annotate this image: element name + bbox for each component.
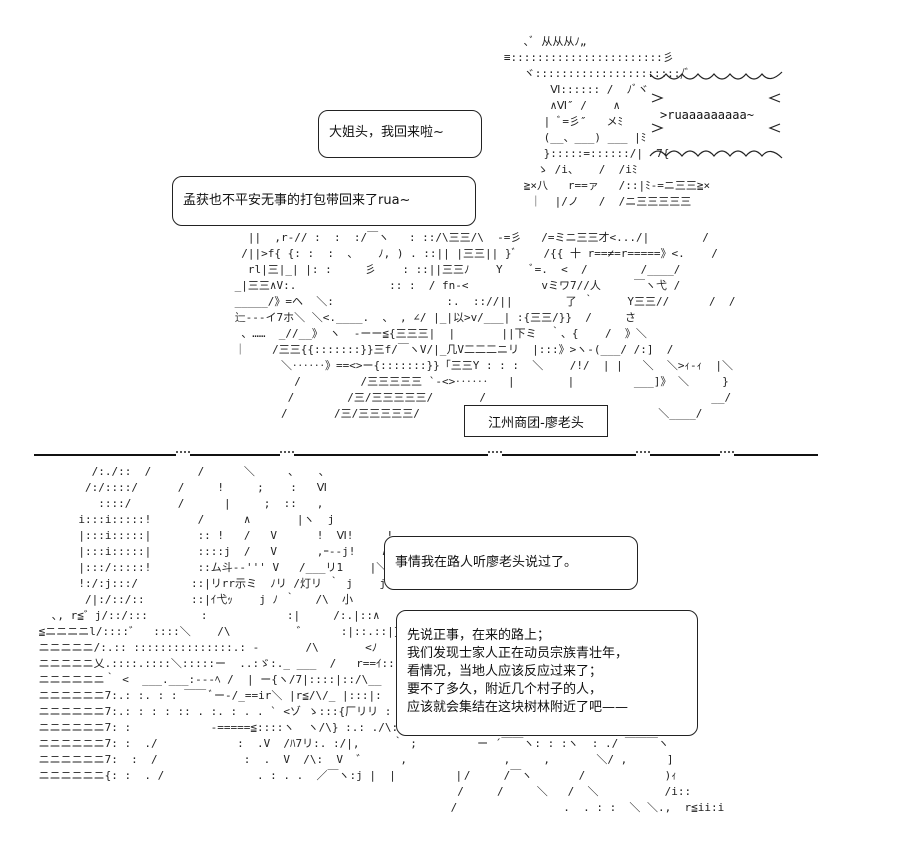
speech-line: 先说正事，在来的路上； bbox=[407, 628, 551, 643]
speech-bubble-bottom-1: 事情我在路人听廖老头说过了。 bbox=[384, 536, 638, 590]
shout-text: >ruaaaaaaaaa~ bbox=[660, 108, 754, 122]
ascii-art-top-body: || ,r-// : : :/￣ヽ : ::/\三三/\ -=彡 /=ミニ三三才… bbox=[234, 231, 736, 420]
divider-dot bbox=[720, 451, 734, 457]
speech-text: 大姐头，我回来啦~ bbox=[329, 125, 444, 140]
ascii-art-bottom-right: ー ´￣￣ヽ: : :ヽ : ./ ￣￣￣ヽ , , ＼/ , ] / /￣ヽ … bbox=[450, 737, 725, 814]
speech-line: 应该就会集结在这块树林附近了吧—— bbox=[407, 700, 629, 715]
speech-bubble-top-1: 大姐头，我回来啦~ bbox=[318, 110, 482, 158]
speech-text: 孟获也不平安无事的打包带回来了rua~ bbox=[183, 193, 411, 208]
ascii-art-top-figure: ､ﾞ 从从从ﾉ„ ≡:::::::::::::::::::::::彡 ヾ::::… bbox=[503, 35, 711, 208]
speech-line: 要不了多久，附近几个村子的人， bbox=[407, 682, 603, 697]
speech-line: 看情况，当地人应该反应过来了； bbox=[407, 664, 603, 679]
panel-divider bbox=[34, 454, 818, 456]
speech-bubble-bottom-2: 先说正事，在来的路上； 我们发现士家人正在动员宗族青壮年， 看情况，当地人应该反… bbox=[396, 610, 698, 736]
shout-burst-frame bbox=[649, 71, 783, 159]
divider-dot bbox=[488, 451, 502, 457]
speech-text: 事情我在路人听廖老头说过了。 bbox=[395, 555, 578, 570]
speech-bubble-top-2: 孟获也不平安无事的打包带回来了rua~ bbox=[172, 176, 476, 226]
divider-dot bbox=[176, 451, 190, 457]
shop-sign: 江州商团-廖老头 bbox=[464, 405, 608, 437]
divider-dot bbox=[280, 451, 294, 457]
divider-dot bbox=[636, 451, 650, 457]
speech-line: 我们发现士家人正在动员宗族青壮年， bbox=[407, 646, 629, 661]
